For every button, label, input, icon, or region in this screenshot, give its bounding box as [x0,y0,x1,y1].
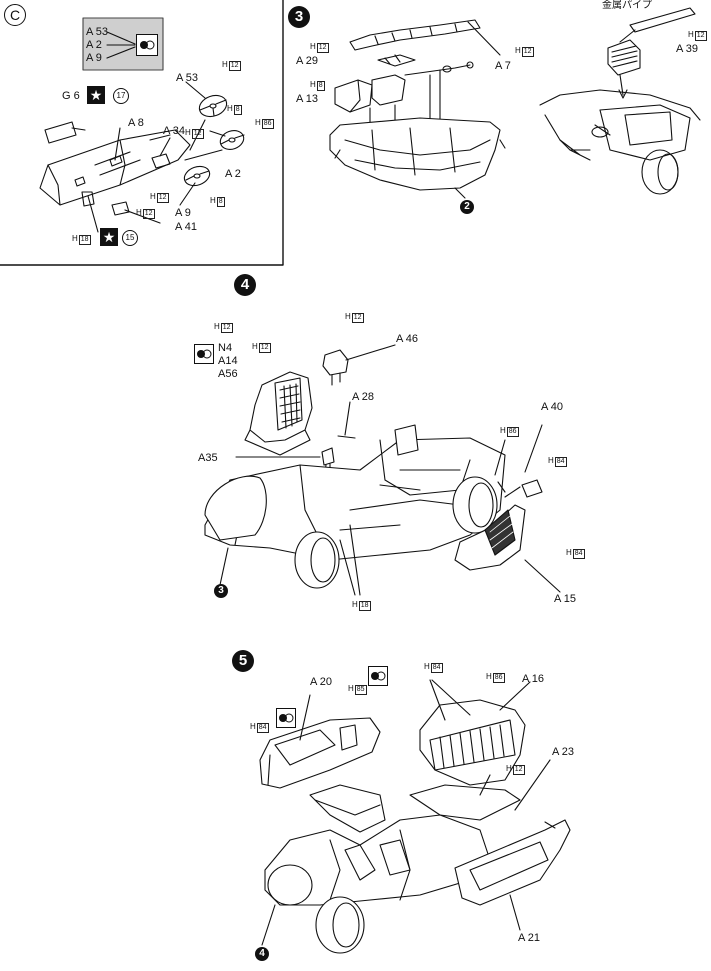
inset-marker: C [4,4,26,26]
part-label-a35: A35 [198,452,218,464]
part-label-a20: A 20 [310,676,333,688]
paint-mix-icon [136,34,158,56]
step-3-subref: 2 [460,200,474,214]
part-label-a41: A 41 [175,221,198,233]
paint-mix-icon-step4 [194,344,214,364]
group-label-a14: A14 [218,355,238,367]
part-label-a21: A 21 [518,932,541,944]
paint-mix-glyph [140,40,155,50]
step-4-subref: 3 [214,584,228,598]
paint-mix-glyph-step4 [197,349,212,359]
part-label-a40: A 40 [541,401,564,413]
part-label-a13: A 13 [296,93,319,105]
group-label-a2: A 2 [86,39,102,51]
part-label-a16: A 16 [522,673,545,685]
part-label-a7: A 7 [495,60,511,72]
part-label-a34: A 34 [163,125,186,137]
part-label-a29: A 29 [296,55,319,67]
part-label-a23: A 23 [552,746,575,758]
paint-mix-glyph-step5b [279,713,294,723]
step-5-marker: 5 [232,650,254,672]
part-label-a28: A 28 [352,391,375,403]
part-label-a8: A 8 [128,117,144,129]
group-label-n4: N4 [218,342,233,354]
paint-mix-icon-step5b [276,708,296,728]
paint-mix-glyph-step5a [371,671,386,681]
step-3-marker: 3 [288,6,310,28]
tube-note: 金属パイプ [602,0,652,11]
group-label-a53: A 53 [86,26,109,38]
group-label-a9: A 9 [86,52,102,64]
step-4-marker: 4 [234,274,256,296]
part-label-a2: A 2 [225,168,241,180]
part-label-a46: A 46 [396,333,419,345]
paint-mix-icon-step5a [368,666,388,686]
part-label-g6: G 6 [62,90,80,102]
decal-star-icon-2: ★ [100,228,118,246]
decal-number-bottom: 15 [122,230,138,246]
part-label-a15: A 15 [554,593,577,605]
step-5-subref: 4 [255,947,269,961]
part-label-a9: A 9 [175,207,191,219]
group-label-a56: A56 [218,368,238,380]
decal-number-g6: 17 [113,88,129,104]
part-label-a39: A 39 [676,43,699,55]
part-label-a53: A 53 [176,72,199,84]
decal-star-icon: ★ [87,86,105,104]
